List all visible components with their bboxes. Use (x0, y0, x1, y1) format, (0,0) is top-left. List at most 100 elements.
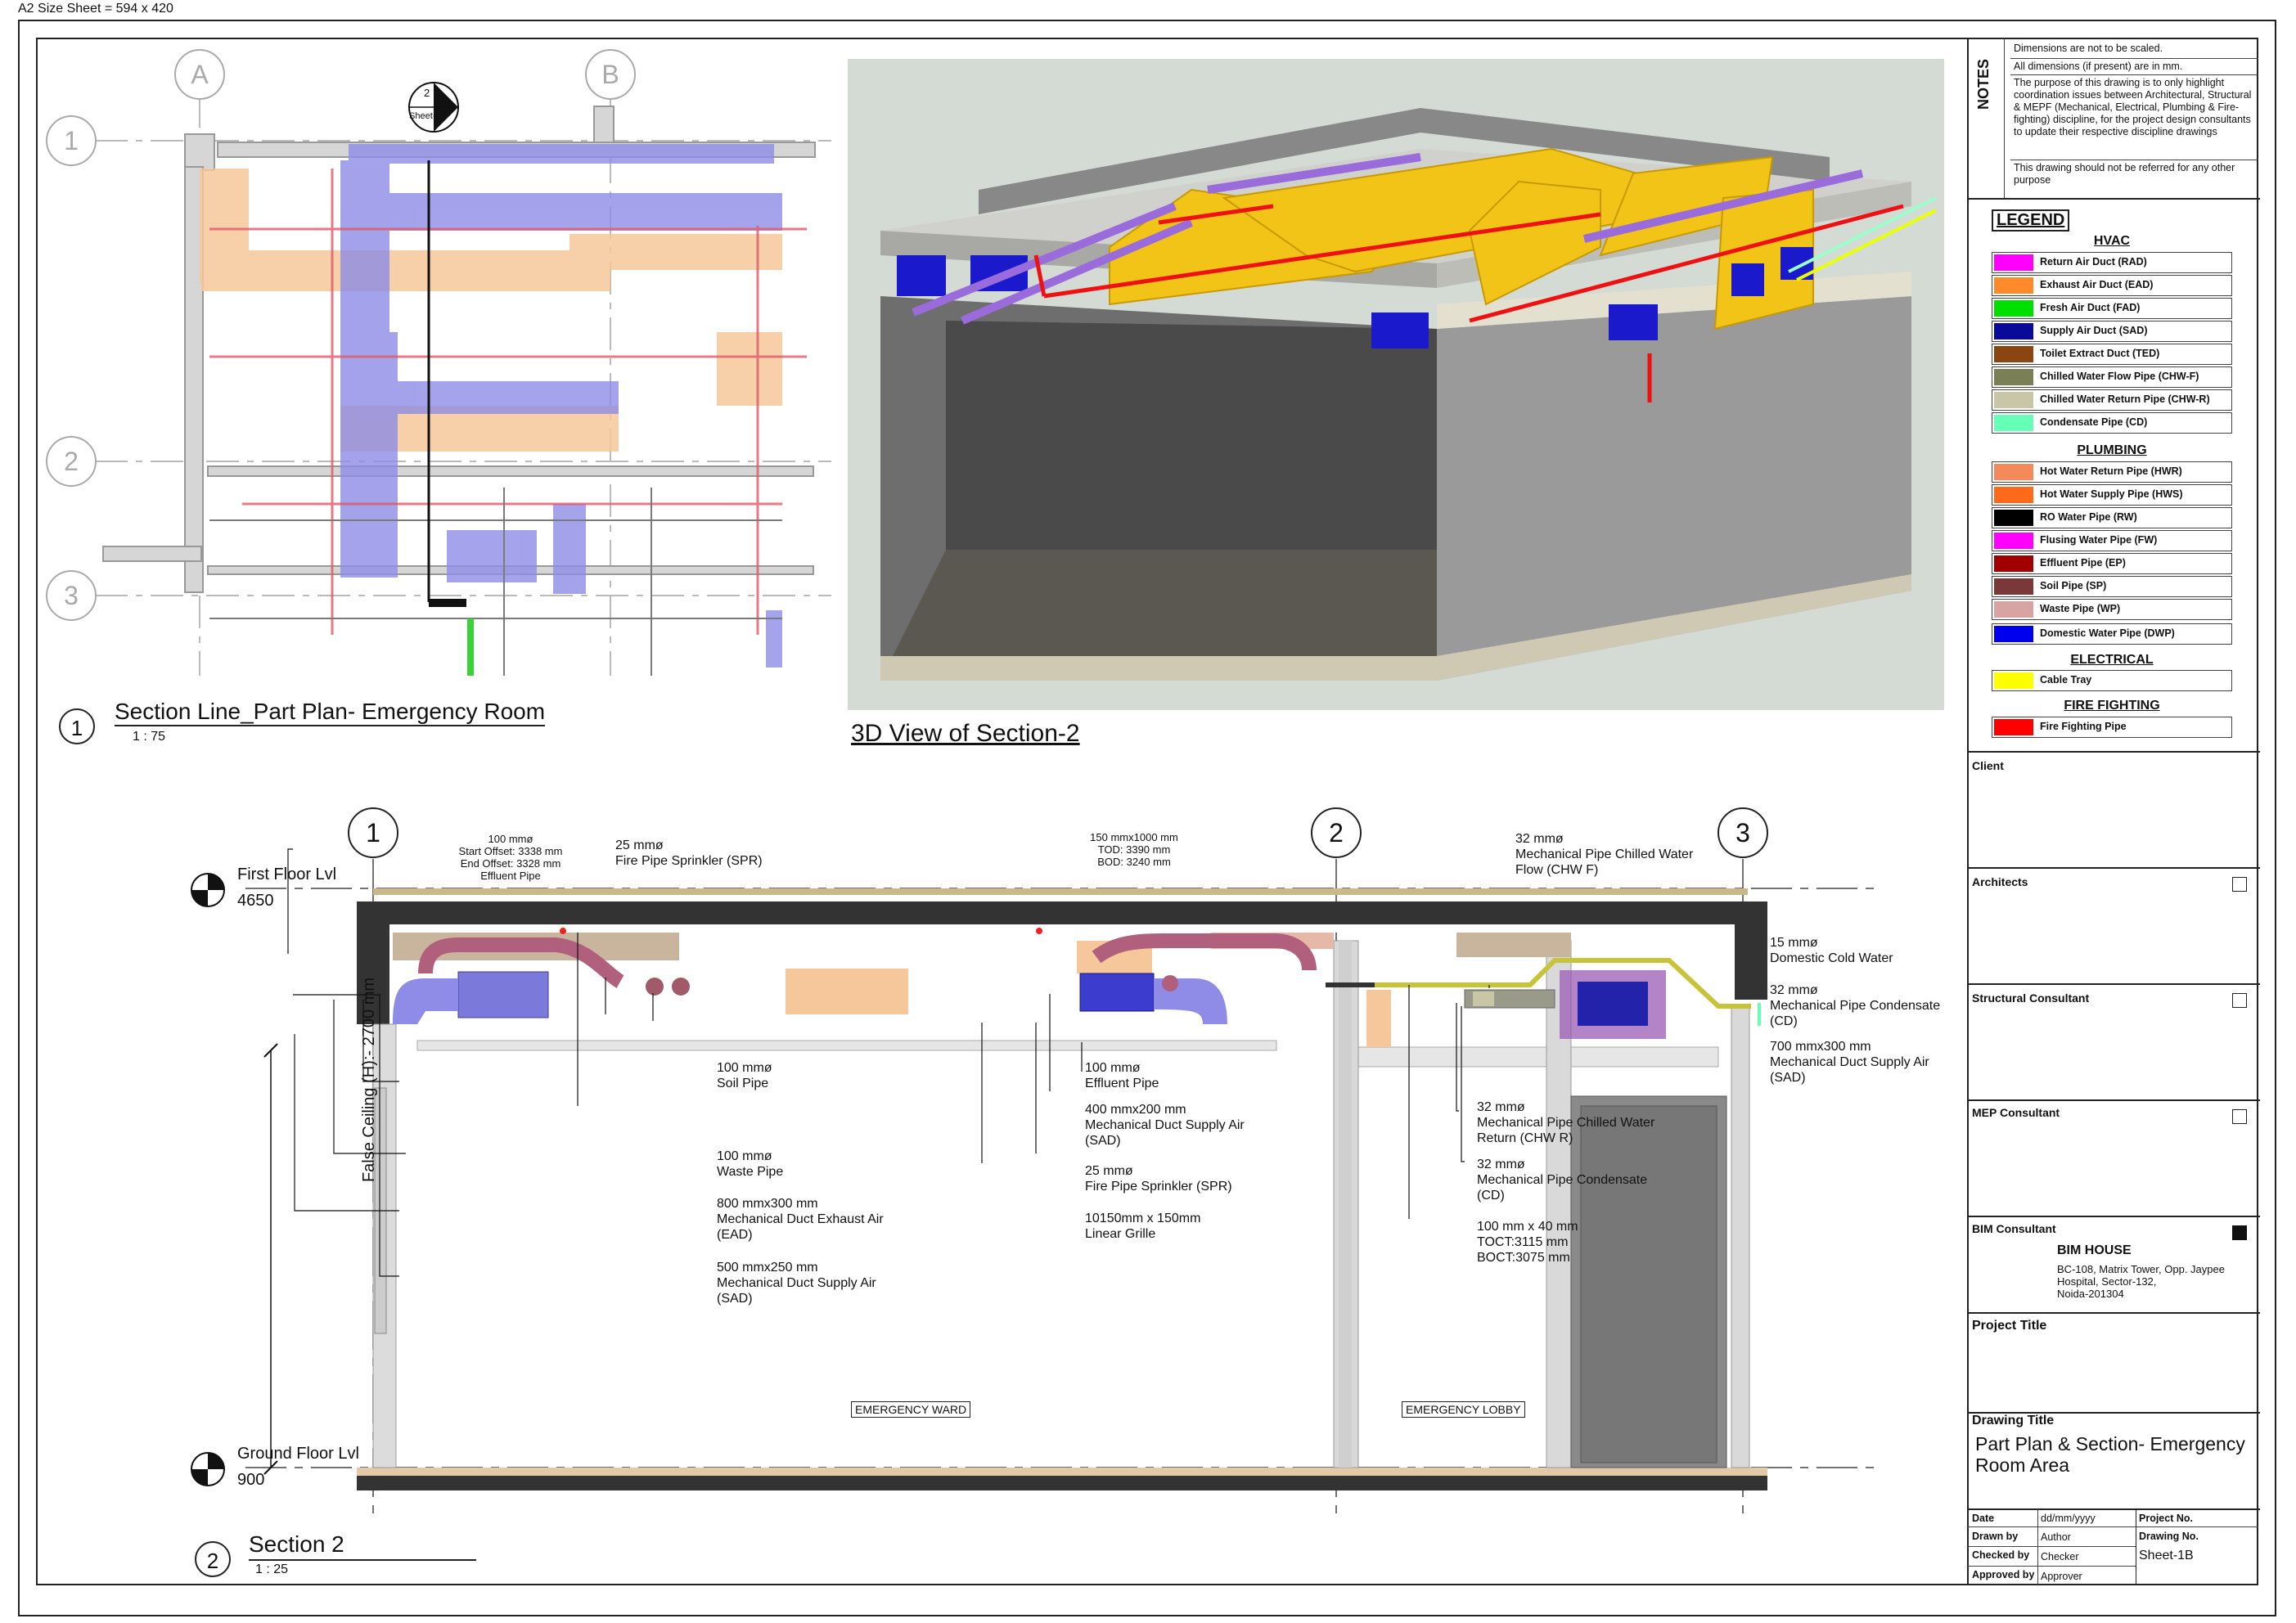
note-3: The purpose of this drawing is to only h… (2010, 75, 2258, 160)
meta-rule (1967, 1566, 2136, 1567)
tag-sprinkler-top: 25 mmø Fire Pipe Sprinkler (SPR) (615, 838, 763, 868)
tag-effluent-pipe-mid: 100 mmø Effluent Pipe (1085, 1061, 1159, 1090)
legend-item: Waste Pipe (WP) (1992, 599, 2232, 620)
tag-domestic-cold-water: 15 mmø Domestic Cold Water (1770, 936, 1893, 965)
section-view-number: 2 (195, 1541, 231, 1577)
tb-structural-checkbox[interactable] (2232, 993, 2247, 1008)
sheet-size-label: A2 Size Sheet = 594 x 420 (18, 2, 173, 16)
section-view-scale: 1 : 25 (255, 1562, 289, 1576)
plan-view-scale: 1 : 75 (133, 730, 166, 744)
tag-soil-pipe: 100 mmø Soil Pipe (717, 1061, 772, 1090)
tag-effluent-pipe-top: 100 mmø Start Offset: 3338 mm End Offset… (458, 833, 563, 882)
note-4: This drawing should not be referred for … (2014, 162, 2235, 186)
legend-category-fire-fighting: FIRE FIGHTING (2064, 699, 2160, 713)
tb-approved-value: Approver (2041, 1571, 2082, 1582)
section-view-title: Section 2 (249, 1531, 344, 1557)
title-block (1967, 38, 2260, 1585)
tb-bim-label: BIM Consultant (1972, 1222, 2056, 1235)
legend-item: Chilled Water Flow Pipe (CHW-F) (1992, 366, 2232, 388)
legend-item: Fresh Air Duct (FAD) (1992, 298, 2232, 319)
notes-label: NOTES (1975, 59, 1992, 110)
notes-divider (2004, 38, 2005, 198)
legend-item: Condensate Pipe (CD) (1992, 412, 2232, 434)
section-grid-bubble-3: 3 (1717, 807, 1768, 858)
tag-linear-grille: 10150mm x 150mm Linear Grille (1085, 1212, 1201, 1241)
level-name-ground-floor: Ground Floor Lvl (237, 1445, 359, 1463)
tb-bim-name: BIM HOUSE (2057, 1243, 2132, 1257)
plan-grid-bubble-1: 1 (46, 115, 97, 166)
tb-project-title-label: Project Title (1972, 1319, 2047, 1333)
tb-checked-label: Checked by (1972, 1549, 2030, 1561)
tb-approved-label: Approved by (1972, 1569, 2035, 1580)
tb-drawn-value: Author (2041, 1531, 2071, 1543)
section-title-underline (249, 1559, 476, 1561)
tb-client-label: Client (1972, 759, 2004, 772)
tb-architects-checkbox[interactable] (2232, 877, 2247, 892)
legend-category-electrical: ELECTRICAL (2070, 653, 2154, 667)
tb-date-label: Date (1972, 1513, 1995, 1524)
section-marker-sheet: Sheet-1B (409, 111, 447, 121)
plan-view[interactable] (46, 46, 831, 676)
tag-sprinkler-mid: 25 mmø Fire Pipe Sprinkler (SPR) (1085, 1164, 1232, 1194)
section-view[interactable] (180, 810, 1964, 1522)
tb-project-no-label: Project No. (2139, 1513, 2193, 1524)
legend-title: LEGEND (1992, 209, 2070, 232)
room-label-emergency-lobby: EMERGENCY LOBBY (1402, 1401, 1525, 1418)
view-3d-title: 3D View of Section-2 (851, 720, 1080, 747)
plan-view-title: Section Line_Part Plan- Emergency Room (115, 699, 546, 724)
tb-bim-address: BC-108, Matrix Tower, Opp. Jaypee Hospit… (2057, 1263, 2225, 1300)
tb-drawing-no-value: Sheet-1B (2139, 1549, 2194, 1562)
tb-bim-checkbox[interactable] (2232, 1225, 2247, 1240)
drawing-border (36, 38, 2258, 1585)
section-drawing (245, 848, 1874, 1522)
tb-architects-label: Architects (1972, 875, 2028, 888)
tag-supply-duct-mid: 400 mmx200 mm Mechanical Duct Supply Air… (1085, 1103, 1245, 1148)
tag-supply-duct-right: 700 mmx300 mm Mechanical Duct Supply Air… (1770, 1040, 1929, 1085)
note-1: Dimensions are not to be scaled. (2010, 41, 2258, 59)
tag-supply-duct-left: 500 mmx250 mm Mechanical Duct Supply Air… (717, 1261, 876, 1306)
meta-rule (2136, 1526, 2258, 1527)
tb-mep-checkbox[interactable] (2232, 1109, 2247, 1124)
legend-item: Hot Water Return Pipe (HWR) (1992, 461, 2232, 483)
tb-drawing-title-label: Drawing Title (1972, 1414, 2055, 1427)
legend-item: RO Water Pipe (RW) (1992, 507, 2232, 528)
section-marker-number: 2 (424, 87, 430, 99)
meta-rule (1967, 1546, 2136, 1547)
section-marker[interactable]: 2 Sheet-1B (407, 79, 465, 136)
tb-mep-label: MEP Consultant (1972, 1106, 2060, 1119)
tag-chw-flow: 32 mmø Mechanical Pipe Chilled Water Flo… (1515, 832, 1694, 877)
tag-duct-top: 150 mmx1000 mm TOD: 3390 mm BOD: 3240 mm (1090, 831, 1178, 868)
note-2: All dimensions (if present) are in mm. (2010, 59, 2258, 75)
legend-category-plumbing: PLUMBING (2077, 443, 2147, 457)
level-head-first-floor-icon (190, 872, 226, 912)
plan-title-underline (115, 725, 545, 726)
plan-grid-bubble-2: 2 (46, 436, 97, 487)
section-grid-bubble-2: 2 (1311, 807, 1362, 858)
level-value-first-floor: 4650 (237, 892, 274, 910)
legend-item: Effluent Pipe (EP) (1992, 553, 2232, 574)
legend-item: Toilet Extract Duct (TED) (1992, 344, 2232, 365)
plan-grid-bubble-a: A (174, 49, 225, 100)
legend-category-hvac: HVAC (2093, 234, 2131, 248)
level-head-ground-floor-icon (190, 1451, 226, 1491)
meta-rule (1967, 1508, 2258, 1509)
tag-condensate-right: 32 mmø Mechanical Pipe Condensate (CD) (1770, 983, 1941, 1028)
legend-item: Supply Air Duct (SAD) (1992, 321, 2232, 342)
legend-item: Return Air Duct (RAD) (1992, 252, 2232, 273)
meta-rule (1967, 1526, 2136, 1527)
tag-waste-pipe: 100 mmø Waste Pipe (717, 1149, 784, 1179)
legend-item: Hot Water Supply Pipe (HWS) (1992, 484, 2232, 506)
plan-grid-bubble-b: B (585, 49, 636, 100)
plan-view-number: 1 (59, 708, 95, 744)
legend-item: Flusing Water Pipe (FW) (1992, 530, 2232, 551)
tag-condensate-mid: 32 mmø Mechanical Pipe Condensate (CD) (1477, 1158, 1648, 1203)
section-marker-icon (408, 82, 459, 133)
view-3d[interactable] (848, 59, 1944, 710)
false-ceiling-dimension: False Ceiling (H):- 2700 mm (360, 977, 378, 1183)
legend-item: Cable Tray (1992, 670, 2232, 691)
level-value-ground-floor: 900 (237, 1471, 265, 1489)
tb-structural-label: Structural Consultant (1972, 991, 2090, 1005)
meta-rule (2037, 1508, 2038, 1585)
tb-date-value: dd/mm/yyyy (2041, 1513, 2096, 1524)
legend-item: Fire Fighting Pipe (1992, 717, 2232, 738)
